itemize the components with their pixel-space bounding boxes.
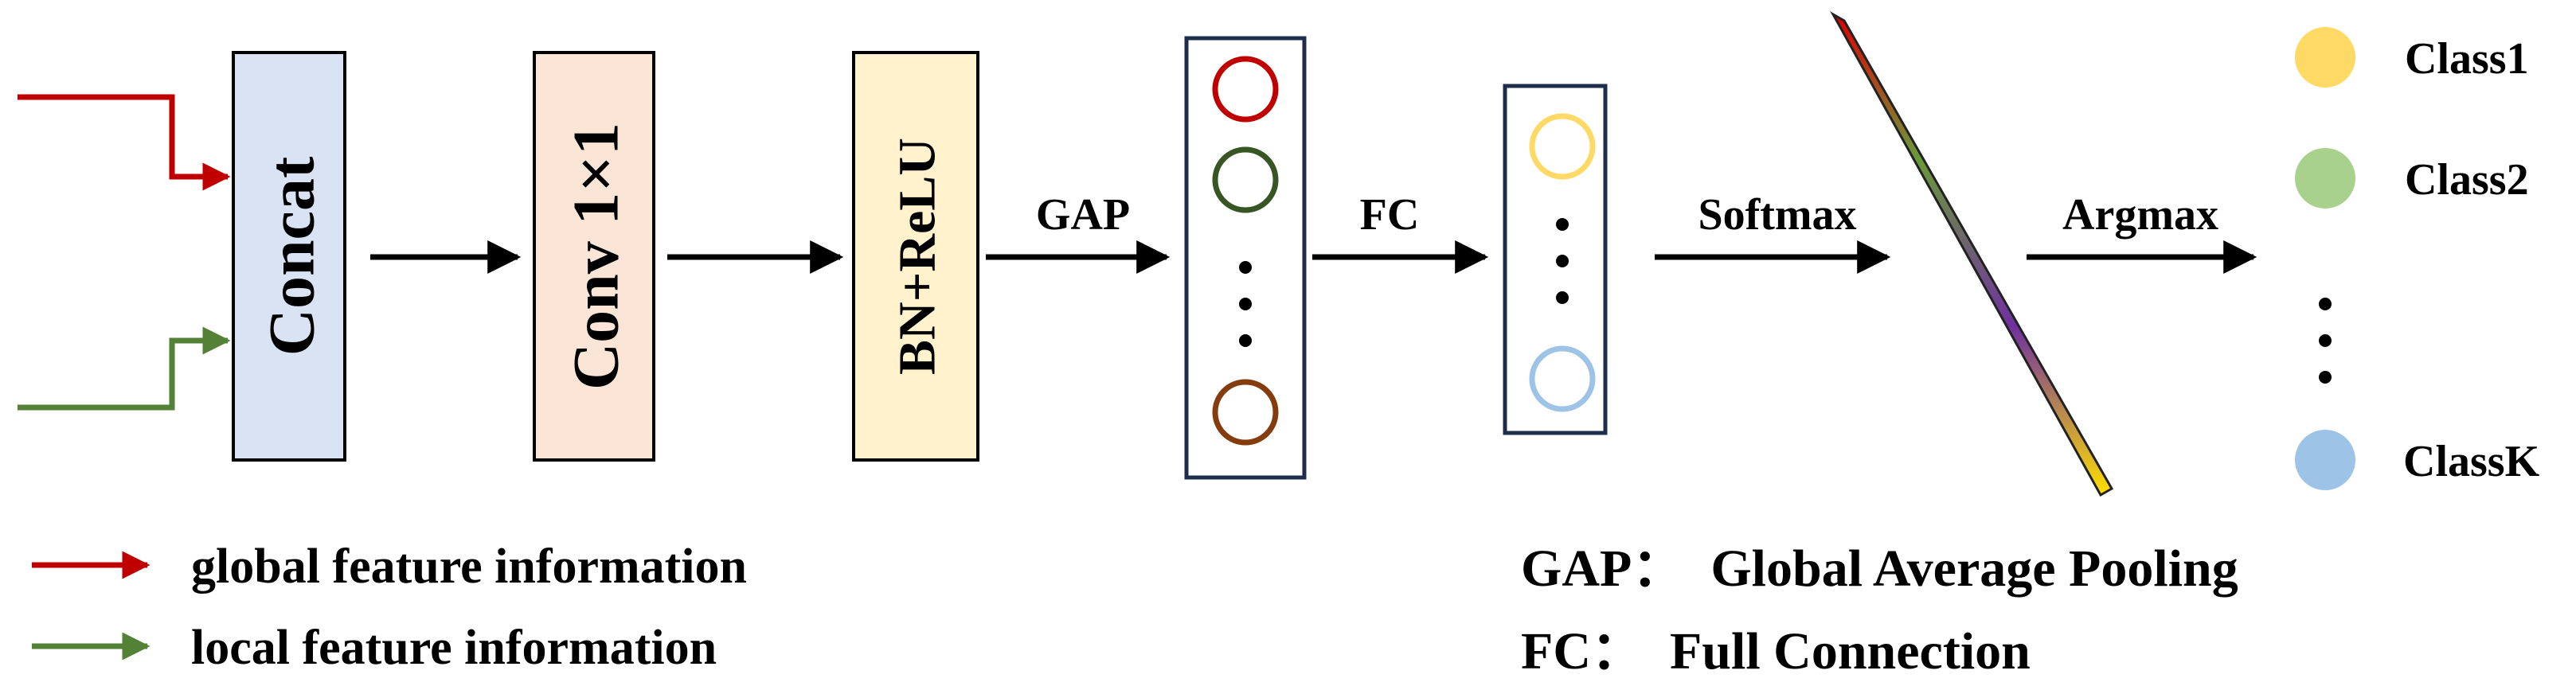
- gap-arrow-label: GAP: [1036, 190, 1130, 240]
- legend-global-label: global feature information: [191, 540, 747, 594]
- class1-label: Class1: [2405, 34, 2529, 84]
- fc-abbreviation: FC： Full Connection: [1521, 622, 2031, 680]
- gap-vector-circle-2: [1212, 146, 1279, 213]
- concat-block: [232, 51, 346, 462]
- class-ellipsis-dot-3: [2319, 371, 2332, 384]
- fc-vector-ellipsis-dot-3: [1556, 291, 1569, 304]
- gap-vector-ellipsis-dot-3: [1239, 334, 1252, 347]
- conv-label: Conv 1×1: [560, 123, 632, 390]
- gap-vector-circle-3: [1212, 379, 1279, 446]
- gap-vector-circle-1: [1212, 56, 1279, 123]
- classk-dot: [2295, 430, 2355, 490]
- fc-arrow-label: FC: [1360, 190, 1420, 240]
- concat-label: Concat: [256, 157, 328, 357]
- gap-abbreviation: GAP： Global Average Pooling: [1521, 540, 2238, 598]
- fc-vector-ellipsis-dot-1: [1556, 218, 1569, 231]
- softmax-arrow-label: Softmax: [1698, 190, 1856, 240]
- gap-vector-ellipsis-dot-2: [1239, 298, 1252, 310]
- gap-vector-ellipsis-dot-1: [1239, 261, 1252, 274]
- softmax-probability-bar: [1830, 11, 2114, 497]
- fc-vector-box: [1503, 84, 1608, 435]
- bn-relu-block: [852, 51, 979, 462]
- global-feature-input-line: [18, 94, 231, 191]
- fc-vector-circle-1: [1529, 113, 1596, 180]
- legend-local-label: local feature information: [191, 621, 717, 675]
- class-ellipsis-dot-1: [2319, 298, 2332, 310]
- fc-vector-circle-2: [1529, 345, 1596, 412]
- class1-dot: [2295, 27, 2355, 88]
- classk-label: ClassK: [2403, 437, 2540, 486]
- local-feature-input-line: [18, 326, 231, 411]
- bn-relu-label: BN+ReLU: [889, 138, 947, 375]
- class-ellipsis-dot-2: [2319, 334, 2332, 347]
- conv-block: [533, 51, 655, 462]
- fc-vector-ellipsis-dot-2: [1556, 255, 1569, 267]
- gap-vector-box: [1184, 36, 1307, 480]
- argmax-arrow-label: Argmax: [2062, 190, 2218, 240]
- class2-label: Class2: [2405, 155, 2529, 205]
- class2-dot: [2295, 148, 2355, 209]
